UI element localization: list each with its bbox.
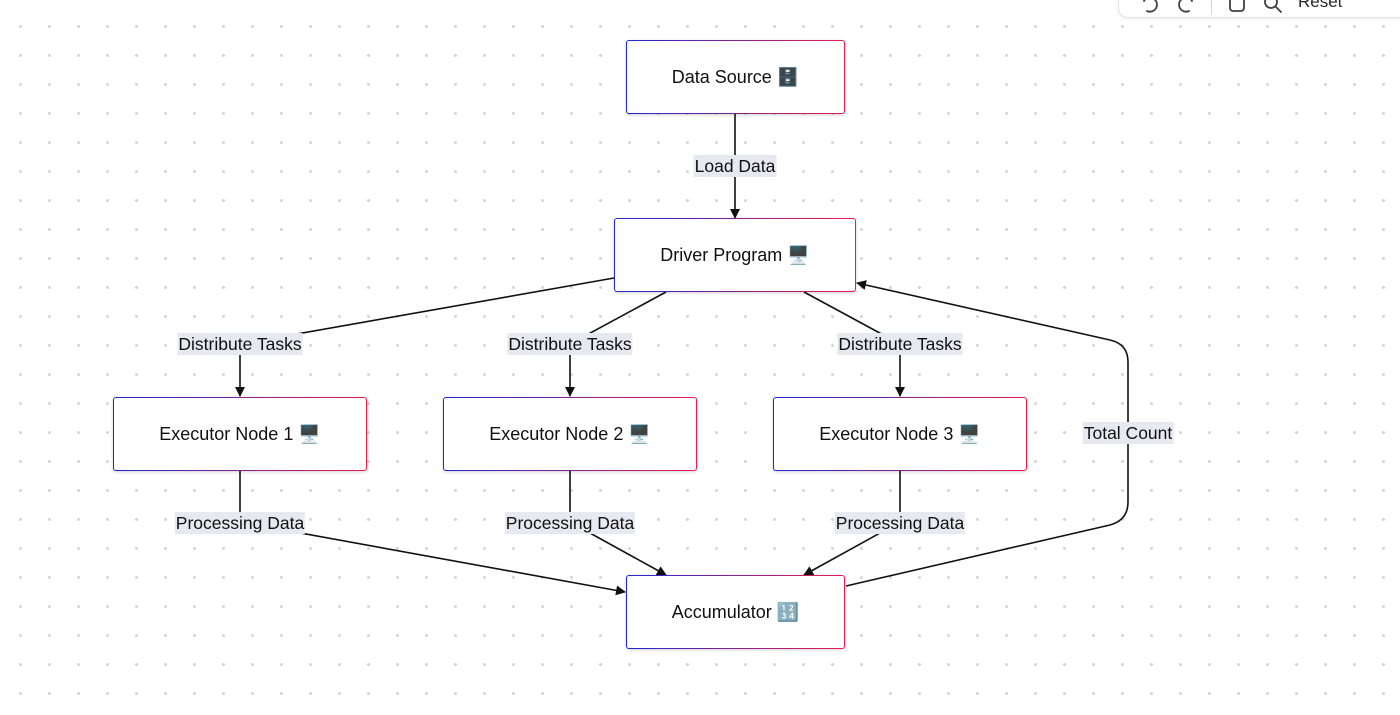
canvas-toolbar: Reset [1118,0,1400,18]
node-driver-program[interactable]: Driver Program 🖥️ [614,218,856,292]
edge-label-processing-3: Processing Data [834,512,966,534]
undo-icon[interactable] [1139,0,1161,15]
edge-label-distribute-2: Distribute Tasks [507,333,633,355]
edge-label-distribute-3: Distribute Tasks [837,333,963,355]
node-executor-2[interactable]: Executor Node 2 🖥️ [443,397,697,471]
reset-button[interactable]: Reset [1298,0,1343,11]
node-executor-1[interactable]: Executor Node 1 🖥️ [113,397,367,471]
fit-view-icon[interactable] [1226,0,1248,15]
node-data-source[interactable]: Data Source 🗄️ [626,40,845,114]
edge-label-total-count: Total Count [1082,422,1174,444]
node-accumulator[interactable]: Accumulator 🔢 [626,575,845,649]
node-executor-3[interactable]: Executor Node 3 🖥️ [773,397,1027,471]
redo-icon[interactable] [1175,0,1197,15]
edge-label-load-data: Load Data [693,155,777,177]
toolbar-divider [1211,0,1212,15]
edge-label-processing-2: Processing Data [504,512,636,534]
zoom-icon[interactable] [1262,0,1284,15]
edge-label-processing-1: Processing Data [174,512,306,534]
edge-label-distribute-1: Distribute Tasks [177,333,303,355]
